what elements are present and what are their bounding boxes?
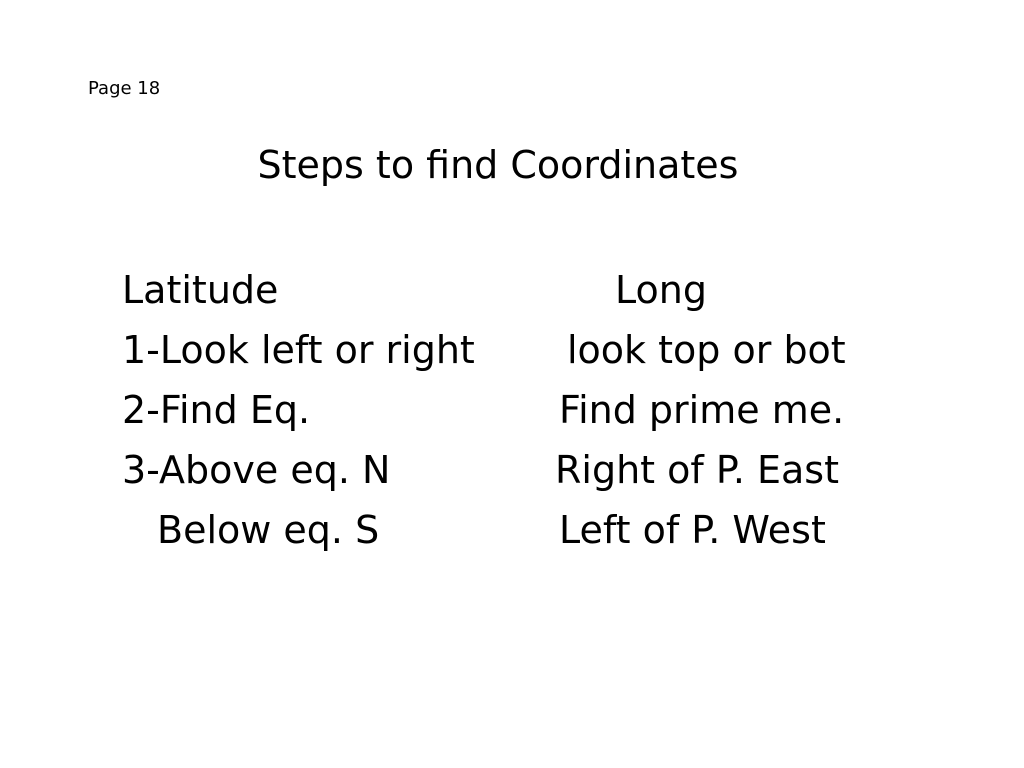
longitude-step-4: Left of P. West [559, 508, 826, 552]
step-row-3: 3-Above eq. N Right of P. East [0, 442, 1024, 498]
column-headers-row: Latitude Long [0, 262, 1024, 318]
page-label: Page 18 [88, 78, 161, 99]
step-row-2: 2-Find Eq. Find prime me. [0, 382, 1024, 438]
latitude-step-4: Below eq. S [157, 508, 380, 552]
step-row-1: 1-Look left or right look top or bot [0, 322, 1024, 378]
latitude-header: Latitude [122, 268, 279, 312]
longitude-header: Long [615, 268, 707, 312]
latitude-step-3: 3-Above eq. N [122, 448, 391, 492]
longitude-step-2: Find prime me. [559, 388, 845, 432]
step-row-4: Below eq. S Left of P. West [0, 502, 1024, 558]
longitude-step-3: Right of P. East [555, 448, 839, 492]
latitude-step-1: 1-Look left or right [122, 328, 475, 372]
slide-title: Steps to find Coordinates [257, 143, 739, 187]
longitude-step-1: look top or bot [567, 328, 846, 372]
latitude-step-2: 2-Find Eq. [122, 388, 311, 432]
